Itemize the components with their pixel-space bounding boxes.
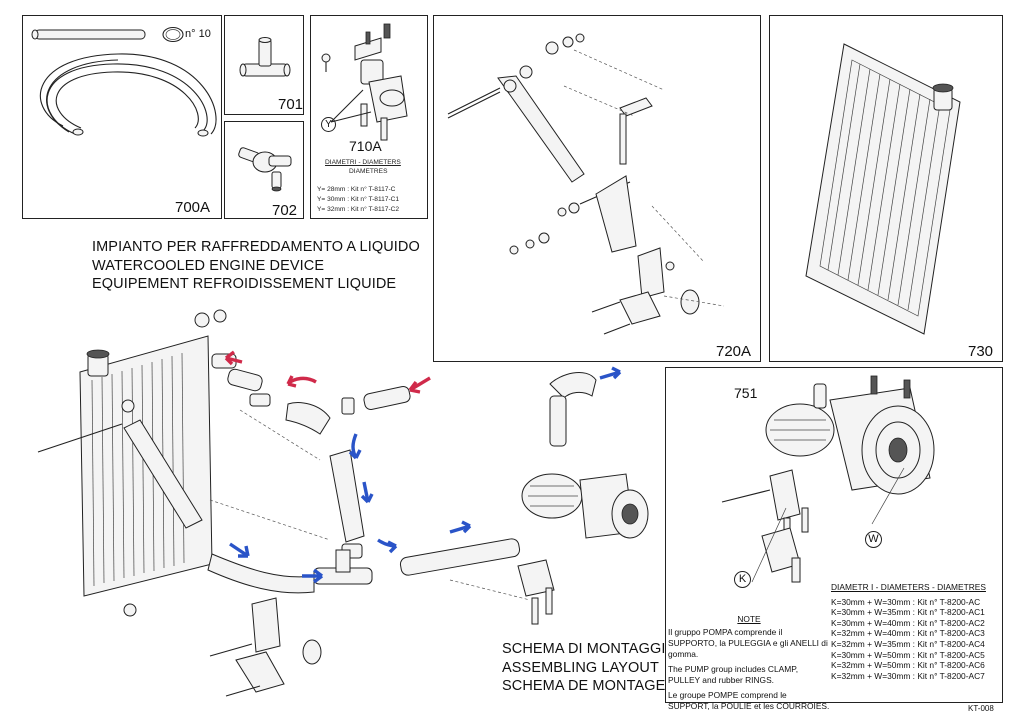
pump-note: NOTE Il gruppo POMPA comprende il SUPPOR… [668, 614, 830, 712]
page-code: KT-008 [968, 704, 994, 713]
support-row-1: Y= 30mm : Kit n° T-8117-C1 [317, 196, 400, 203]
support-drawing [321, 23, 408, 141]
panel-hose-kit: n° 10 700A [22, 15, 222, 219]
pump-code: 751 [734, 385, 758, 401]
tee-drawing [239, 37, 291, 77]
support-diam-subtitle: DIAMETRES [349, 168, 388, 175]
note-fr: Le groupe POMPE comprend le SUPPORT, la … [668, 690, 830, 711]
diameters-row: K=32mm + W=30mm : Kit n° T-8200-AC7 [831, 670, 985, 681]
layout-title-line-en: ASSEMBLING LAYOUT [502, 659, 659, 676]
panel-tee: 701 [224, 15, 304, 115]
pump-callout-w: W [865, 531, 882, 548]
diameters-row: K=32mm + W=40mm : Kit n° T-8200-AC3 [831, 628, 985, 639]
layout-title-line-fr: SCHEMA DE MONTAGE [502, 678, 666, 694]
thermostat-code: 702 [272, 202, 298, 219]
panel-support: Y 710A DIAMETRI - DIAMETERS DIAMETRES Y=… [310, 15, 428, 219]
note-en: The PUMP group includes CLAMP, PULLEY an… [668, 664, 799, 685]
panel-thermostat: 702 [224, 121, 304, 219]
radiator-drawing [805, 43, 961, 335]
pump-callout-k: K [734, 571, 751, 588]
thermostat-drawing [238, 147, 292, 192]
assembly-drawing [37, 309, 649, 697]
diameters-row: K=32mm + W=35mm : Kit n° T-8200-AC4 [831, 638, 985, 649]
note-it: Il gruppo POMPA comprende il SUPPORTO, l… [668, 627, 828, 659]
main-title-line-en: WATERCOOLED ENGINE DEVICE [92, 257, 325, 274]
panel-pump: 751 K W NOTE Il gruppo POMPA comprende i… [665, 367, 1003, 711]
panel-bracket: 720A [433, 15, 761, 362]
support-diam-title: DIAMETRI - DIAMETERS [325, 159, 401, 166]
bracket-code: 720A [716, 343, 752, 360]
hose-kit-drawing [31, 26, 217, 137]
radiator-code: 730 [968, 343, 994, 360]
support-code: 710A [349, 138, 382, 154]
main-title: IMPIANTO PER RAFFREDDAMENTO A LIQUIDO WA… [92, 238, 420, 294]
main-title-line-it: IMPIANTO PER RAFFREDDAMENTO A LIQUIDO [92, 239, 420, 255]
bracket-drawing [447, 33, 725, 335]
hose-kit-code: 700A [175, 199, 211, 216]
clamp-label: n° 10 [185, 28, 211, 40]
diameters-table: DIAMETR I - DIAMETERS - DIAMETRES K=30mm… [831, 582, 999, 681]
support-row-0: Y= 28mm : Kit n° T-8117-C [317, 186, 396, 193]
tee-code: 701 [278, 96, 304, 113]
diameters-row: K=32mm + W=50mm : Kit n° T-8200-AC6 [831, 660, 985, 671]
layout-title-line-it: SCHEMA DI MONTAGGIO [502, 641, 677, 657]
layout-title: SCHEMA DI MONTAGGIO ASSEMBLING LAYOUT SC… [502, 640, 677, 696]
pump-drawing [721, 375, 935, 583]
diameters-row: K=30mm + W=40mm : Kit n° T-8200-AC2 [831, 617, 985, 628]
support-callout-y: Y [321, 117, 336, 132]
diameters-row: K=30mm + W=35mm : Kit n° T-8200-AC1 [831, 607, 985, 618]
main-title-line-fr: EQUIPEMENT REFROIDISSEMENT LIQUIDE [92, 276, 397, 292]
diameters-row: K=30mm + W=30mm : Kit n° T-8200-AC [831, 596, 981, 607]
diameters-row: K=30mm + W=50mm : Kit n° T-8200-AC5 [831, 649, 985, 660]
diameters-heading: DIAMETR I - DIAMETERS - DIAMETRES [831, 582, 986, 592]
panel-radiator: 730 [769, 15, 1003, 362]
note-heading: NOTE [737, 614, 761, 624]
support-row-2: Y= 32mm : Kit n° T-8117-C2 [317, 206, 400, 213]
